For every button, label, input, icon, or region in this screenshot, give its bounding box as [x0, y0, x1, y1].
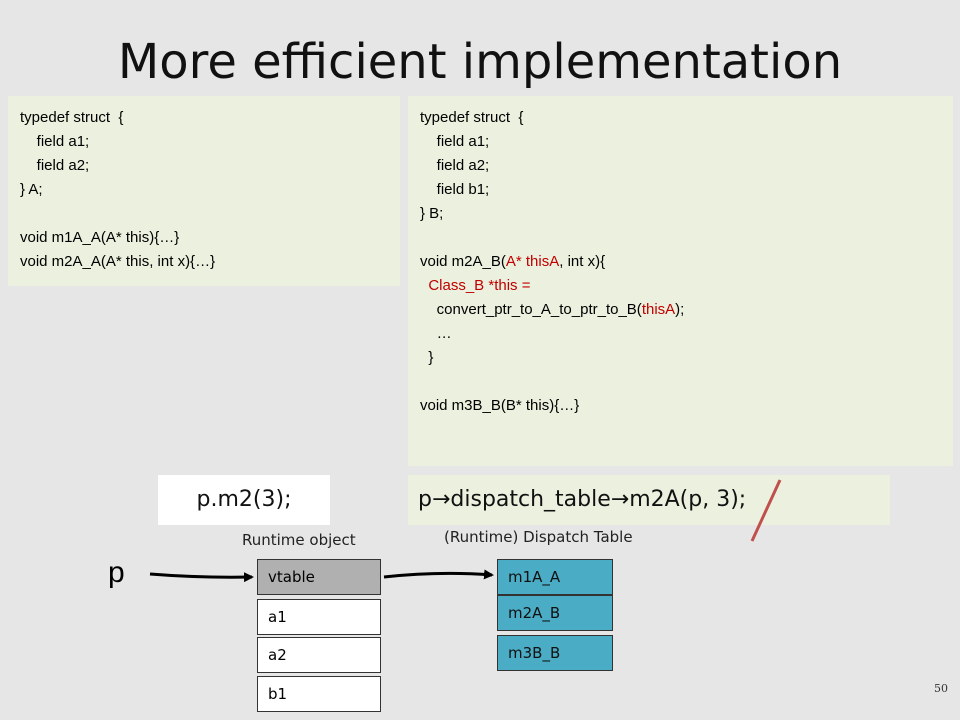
dispatch-entry-m1A: m1A_A [497, 559, 613, 595]
code-line: field a2; [20, 157, 90, 174]
code-text: void m2A_B( [420, 253, 506, 270]
object-field-b1: b1 [257, 676, 381, 712]
runtime-object-label: Runtime object [242, 531, 356, 549]
code-line: convert_ptr_to_A_to_ptr_to_B(thisA); [420, 298, 941, 322]
slide-title: More efficient implementation [117, 34, 843, 90]
code-line: void m1A_A(A* this){…} [20, 229, 180, 246]
code-block-a: typedef struct { field a1; field a2; } A… [8, 96, 400, 286]
pointer-arrow [149, 572, 254, 583]
code-text: , int x){ [559, 253, 606, 270]
dispatch-entry-m2A: m2A_B [497, 595, 613, 631]
strike-line [750, 479, 782, 542]
code-block-b: typedef struct { field a1; field a2; fie… [408, 96, 953, 466]
object-field-a2: a2 [257, 637, 381, 673]
code-line: } B; [420, 205, 444, 222]
pointer-label: p [108, 556, 125, 589]
code-line: … [420, 325, 452, 342]
code-line: field a1; [420, 133, 490, 150]
code-line: void m3B_B(B* this){…} [420, 397, 580, 414]
code-line: typedef struct { [20, 109, 124, 126]
code-highlight: A* thisA [505, 253, 560, 270]
code-line: } [420, 349, 434, 366]
page-number: 50 [934, 682, 948, 695]
vtable-arrow [383, 569, 494, 580]
code-line: field b1; [420, 181, 490, 198]
code-line: void m2A_A(A* this, int x){…} [20, 253, 216, 270]
code-line: field a1; [20, 133, 90, 150]
code-line: } A; [20, 181, 43, 198]
code-text: ); [675, 301, 685, 318]
call-dispatch: p→dispatch_table→m2A(p, 3); [408, 475, 890, 525]
code-highlight: thisA [641, 301, 676, 318]
object-field-vtable: vtable [257, 559, 381, 595]
code-line: void m2A_B(A* thisA, int x){ [420, 250, 941, 274]
dispatch-entry-m3B: m3B_B [497, 635, 613, 671]
code-line-highlight: Class_B *this = [420, 277, 531, 294]
code-text: convert_ptr_to_A_to_ptr_to_B( [420, 301, 642, 318]
call-simple: p.m2(3); [158, 475, 330, 525]
code-line: typedef struct { [420, 109, 524, 126]
object-field-a1: a1 [257, 599, 381, 635]
dispatch-table-label: (Runtime) Dispatch Table [444, 528, 633, 546]
code-line: field a2; [420, 157, 490, 174]
